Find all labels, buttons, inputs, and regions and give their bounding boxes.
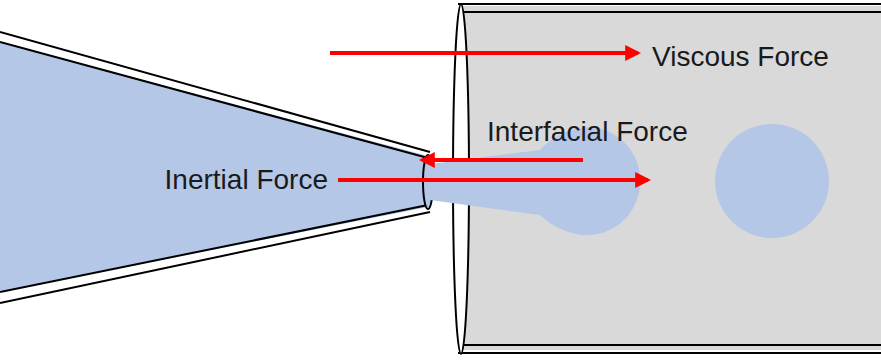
force-label: Viscous Force (652, 41, 829, 73)
force-arrow (338, 178, 648, 182)
nozzle-wall (0, 205, 428, 292)
channel-wall (458, 344, 881, 346)
force-label: Inertial Force (165, 164, 328, 196)
channel-wall (458, 11, 881, 13)
nozzle-wall (0, 32, 430, 152)
nozzle-wall (0, 42, 428, 158)
channel-wall (458, 352, 881, 354)
nozzle-wall (0, 212, 430, 303)
force-arrow (422, 158, 583, 162)
force-arrow (330, 51, 638, 55)
detached-droplet (715, 124, 829, 238)
nozzle-fluid (0, 42, 428, 292)
force-label: Interfacial Force (487, 116, 688, 148)
channel-wall (458, 3, 881, 5)
